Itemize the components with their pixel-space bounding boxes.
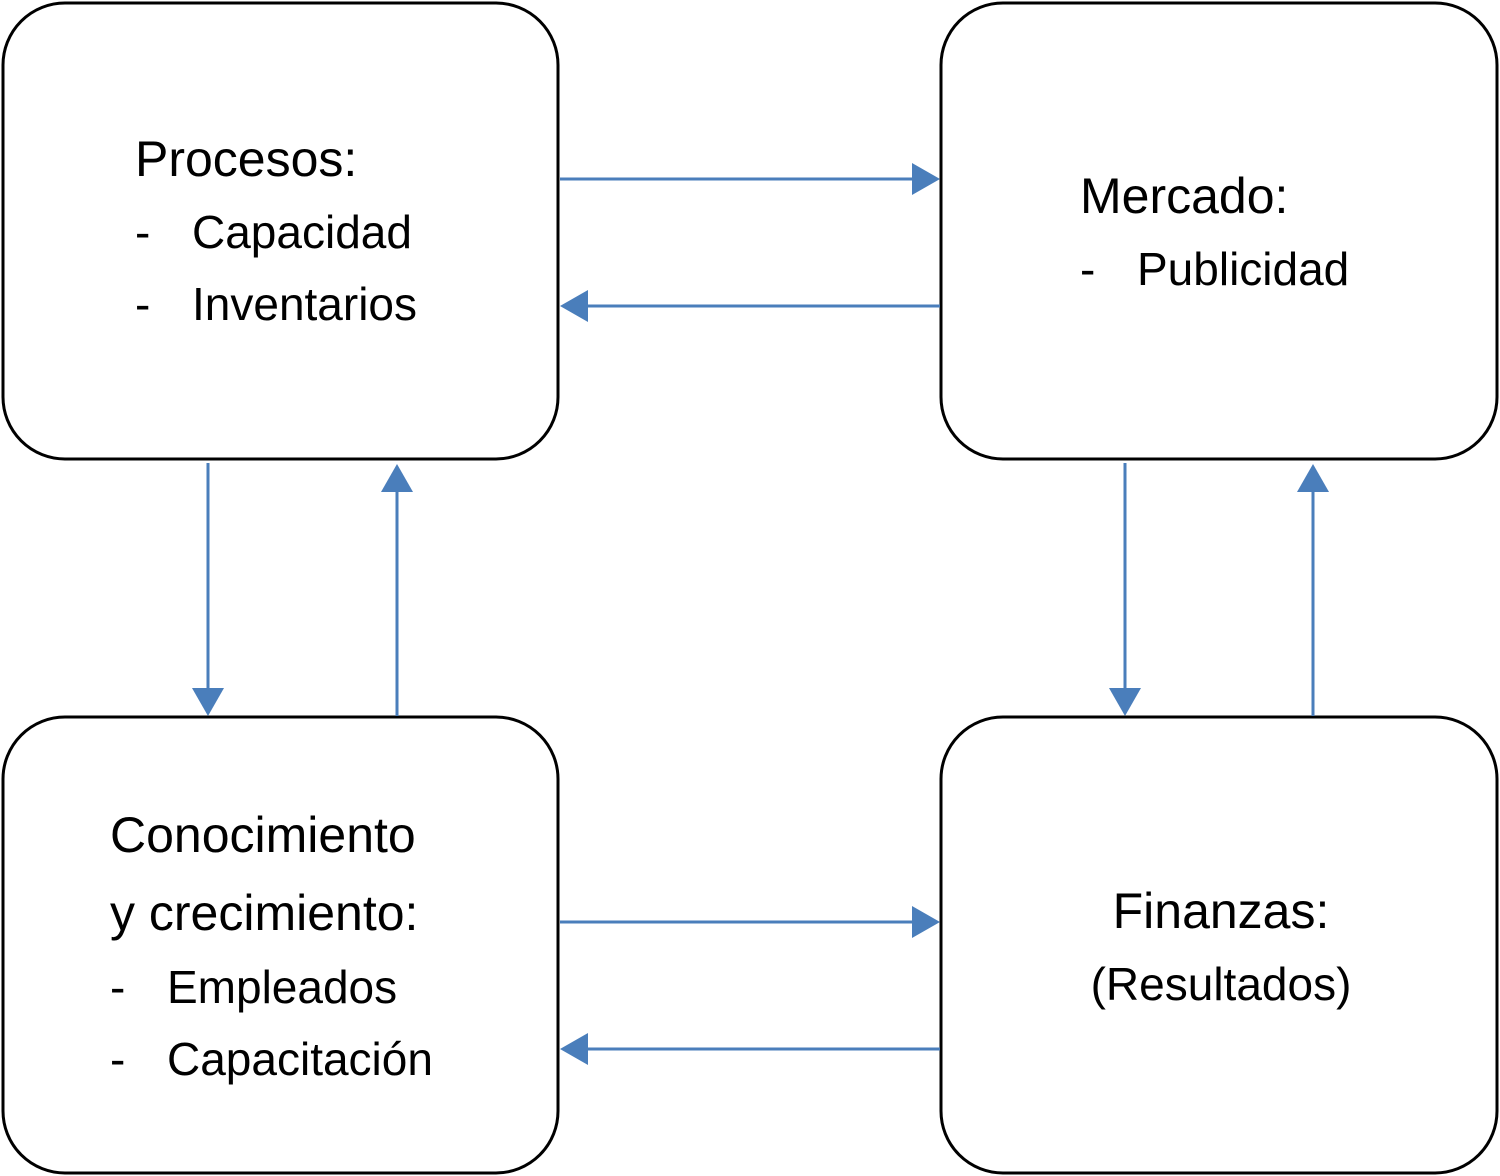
box-conocimiento-item-2: Capacitación [167, 1033, 433, 1085]
arrow-finanzas-to-conocimiento [560, 1033, 940, 1065]
box-procesos-item-1: Capacidad [192, 206, 412, 258]
arrow-mercado-to-procesos [560, 290, 940, 322]
box-finanzas-subtitle: (Resultados) [1091, 958, 1352, 1010]
box-procesos-item-2: Inventarios [192, 278, 417, 330]
arrow-conocimiento-to-procesos [381, 464, 413, 716]
arrow-mercado-to-finanzas [1109, 463, 1141, 716]
box-procesos-title: Procesos: [135, 131, 357, 187]
box-finanzas-title: Finanzas: [1113, 883, 1330, 939]
box-conocimiento-item-1: Empleados [167, 961, 397, 1013]
arrow-procesos-to-conocimiento [192, 463, 224, 716]
box-finanzas: Finanzas: (Resultados) [939, 715, 1499, 1175]
box-conocimiento-item-1-bullet: - [110, 961, 125, 1013]
arrow-procesos-to-mercado [560, 163, 940, 195]
box-mercado: Mercado: - Publicidad [939, 1, 1499, 461]
box-conocimiento-item-2-bullet: - [110, 1033, 125, 1085]
box-conocimiento: Conocimiento y crecimiento: - Empleados … [1, 715, 560, 1175]
box-procesos-item-2-bullet: - [135, 278, 150, 330]
box-mercado-item-1-bullet: - [1080, 243, 1095, 295]
box-conocimiento-title-line-2: y crecimiento: [110, 885, 418, 941]
box-procesos-item-1-bullet: - [135, 206, 150, 258]
arrow-finanzas-to-mercado [1297, 464, 1329, 716]
box-mercado-title: Mercado: [1080, 168, 1288, 224]
box-conocimiento-title-line-1: Conocimiento [110, 807, 416, 863]
arrow-conocimiento-to-finanzas [560, 906, 940, 938]
box-mercado-item-1: Publicidad [1137, 243, 1349, 295]
box-procesos: Procesos: - Capacidad - Inventarios [1, 1, 560, 461]
